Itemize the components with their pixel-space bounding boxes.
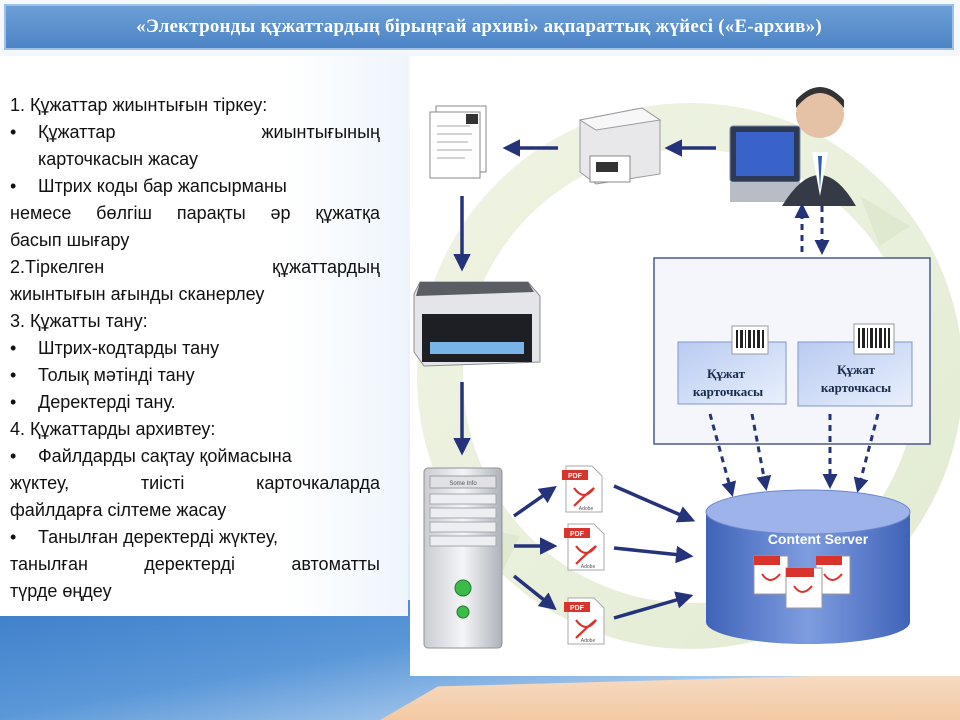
pdf-file-icon-2: PDF Adobe — [564, 523, 605, 571]
text-line-content: немесе бөлгіш парақты әр құжатқа — [10, 203, 380, 223]
pdf-3-label: PDF — [570, 605, 585, 612]
text-line-content: жиынтығын ағынды сканерлеу — [10, 284, 265, 304]
text-panel — [0, 56, 408, 616]
text-line-content: файлдарға сілтеме жасау — [10, 500, 227, 520]
bullet-glyph: • — [10, 527, 17, 547]
document-card-1: Құжат карточкасы — [677, 325, 787, 405]
bullet-glyph: • — [10, 392, 17, 412]
card-1-label-line1: Құжат — [707, 366, 746, 381]
text-line-content: жүктеу, тиісті карточкаларда — [10, 473, 380, 493]
arrow-server-to-pdf-1 — [512, 485, 557, 518]
text-line-content: Штрих-кодтарды тану — [38, 338, 220, 358]
pdf-1-label: PDF — [568, 473, 583, 480]
pdf-2-label: PDF — [570, 531, 585, 538]
text-line-16: файлдарға сілтеме жасау — [10, 497, 380, 524]
document-card-2: Құжат карточкасы — [797, 323, 913, 407]
dashed-arrow-card2-server-b — [853, 413, 880, 493]
text-line-content: Толық мәтінді тану — [38, 365, 195, 385]
text-line-4: • Штрих коды бар жапсырманы — [10, 173, 380, 200]
pdf-file-icon-3: PDF Adobe — [564, 597, 605, 645]
bullet-glyph: • — [10, 446, 17, 466]
text-line-content: басып шығару — [10, 230, 130, 250]
text-line-content: 4. Құжаттарды архивтеу: — [10, 419, 216, 439]
pdf-1-adobe: Adobe — [579, 506, 594, 512]
arrow-pdf-1-to-cs — [613, 484, 696, 523]
dashed-arrow-card1-server-b — [750, 413, 772, 491]
bullet-glyph: • — [10, 338, 17, 358]
pdf-file-icon-1: PDF Adobe — [562, 465, 603, 513]
text-line-2: • Құжаттар жиынтығының — [10, 119, 380, 146]
text-line-content: Файлдарды сақтау қоймасына — [38, 446, 292, 466]
text-line-12: • Деректерді тану. — [10, 389, 380, 416]
label-printer-icon — [578, 107, 662, 185]
content-server-cylinder: Content Server — [705, 489, 911, 644]
text-line-content: 1. Құжаттар жиынтығын тіркеу: — [10, 95, 268, 115]
cs-pdf-icons — [753, 555, 851, 609]
text-line-14: • Файлдарды сақтау қоймасына — [10, 443, 380, 470]
document-stack-icon — [429, 105, 487, 179]
slide-title: «Электронды құжаттардың бірыңғай архиві»… — [136, 16, 822, 37]
content-server-label: Content Server — [768, 531, 869, 547]
bullet-glyph: • — [10, 176, 17, 196]
bullet-glyph: • — [10, 122, 17, 142]
dashed-arrow-card1-server-a — [708, 413, 737, 497]
text-line-content: танылған деректерді автоматты — [10, 554, 380, 574]
operator-workstation-icon — [729, 87, 856, 206]
bullet-glyph: • — [10, 365, 17, 385]
text-line-3: карточкасын жасау — [10, 146, 380, 173]
server-tower-label: Some Info — [449, 481, 477, 487]
text-line-content: Деректерді тану. — [38, 392, 176, 412]
title-bar: «Электронды құжаттардың бірыңғай архиві»… — [4, 4, 954, 50]
text-line-13: 4. Құжаттарды архивтеу: — [10, 416, 380, 443]
card-1-label-line2: карточкасы — [693, 384, 763, 399]
diagram-svg: Құжат карточкасы Құжат карточкасы Some I… — [413, 87, 960, 649]
text-line-11: • Толық мәтінді тану — [10, 362, 380, 389]
arrow-server-to-pdf-3 — [512, 574, 557, 611]
text-line-18: танылған деректерді автоматты — [10, 551, 380, 578]
text-line-content: Штрих коды бар жапсырманы — [38, 176, 287, 196]
text-line-8: жиынтығын ағынды сканерлеу — [10, 281, 380, 308]
text-line-15: жүктеу, тиісті карточкаларда — [10, 470, 380, 497]
text-line-content: 2.Тіркелген құжаттардың — [10, 257, 380, 277]
e-archive-diagram: Құжат карточкасы Құжат карточкасы Some I… — [410, 56, 960, 676]
pdf-2-adobe: Adobe — [581, 564, 596, 570]
text-line-6: басып шығару — [10, 227, 380, 254]
card-2-label-line2: карточкасы — [821, 380, 891, 395]
text-line-9: 3. Құжатты тану: — [10, 308, 380, 335]
server-tower-icon: Some Info — [423, 467, 503, 649]
text-line-content: түрде өңдеу — [10, 581, 112, 601]
text-line-content: карточкасын жасау — [38, 149, 198, 169]
text-line-19: түрде өңдеу — [10, 578, 380, 605]
text-line-content: Құжаттар жиынтығының — [38, 122, 380, 142]
text-line-5: немесе бөлгіш парақты әр құжатқа — [10, 200, 380, 227]
card-2-label-line1: Құжат — [837, 362, 876, 377]
pdf-3-adobe: Adobe — [581, 638, 596, 644]
text-line-1: 1. Құжаттар жиынтығын тіркеу: — [10, 92, 380, 119]
scanner-icon — [413, 281, 541, 367]
text-line-10: • Штрих-кодтарды тану — [10, 335, 380, 362]
arrow-pdf-2-to-cs — [613, 545, 694, 564]
text-line-content: Танылған деректерді жүктеу, — [38, 527, 279, 547]
text-line-17: • Танылған деректерді жүктеу, — [10, 524, 380, 551]
process-steps-text: 1. Құжаттар жиынтығын тіркеу: • Құжаттар ж… — [10, 92, 380, 605]
arrow-pdf-3-to-cs — [613, 591, 694, 620]
text-line-7: 2.Тіркелген құжаттардың — [10, 254, 380, 281]
text-line-content: 3. Құжатты тану: — [10, 311, 148, 331]
